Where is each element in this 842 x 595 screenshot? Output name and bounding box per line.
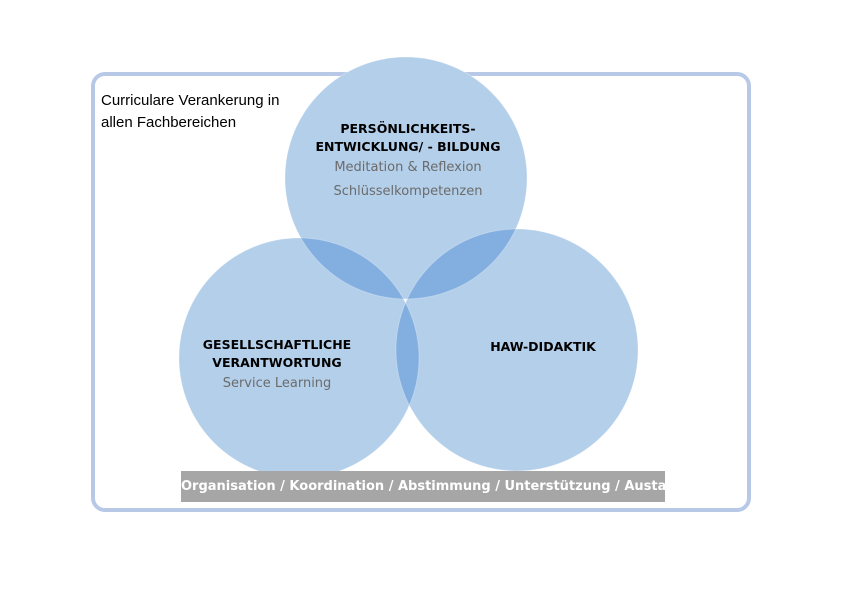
circle-left [179, 238, 419, 478]
circle-top [285, 57, 527, 299]
circle-left-heading-line1: GESELLSCHAFTLICHE [202, 337, 352, 352]
circle-top-item: Schlüsselkompetenzen [333, 184, 483, 199]
circle-left-item: Service Learning [222, 376, 332, 391]
circle-top-heading-line2: ENTWICKLUNG/ - BILDUNG [315, 139, 501, 154]
circle-left-text: GESELLSCHAFTLICHE VERANTWORTUNG Service … [182, 336, 372, 396]
frame-caption-line1: Curriculare Verankerung in [101, 92, 280, 109]
circle-right-text: HAW-DIDAKTIK [458, 338, 628, 356]
circle-right-heading-line1: HAW-DIDAKTIK [490, 339, 596, 354]
circle-right [396, 229, 638, 471]
circle-top-heading-line1: PERSÖNLICHKEITS- [340, 121, 476, 136]
circle-top-item: Meditation & Reflexion [334, 160, 482, 175]
circle-top-edge [284, 56, 528, 300]
frame-caption-line2: allen Fachbereichen [101, 114, 237, 131]
circle-left-heading-line2: VERANTWORTUNG [212, 355, 342, 370]
frame-caption: Curriculare Verankerung in allen Fachber… [101, 90, 311, 134]
circle-top-text: PERSÖNLICHKEITS- ENTWICKLUNG/ - BILDUNG … [300, 120, 516, 204]
bottom-bar: Organisation / Koordination / Abstimmung… [181, 471, 700, 502]
